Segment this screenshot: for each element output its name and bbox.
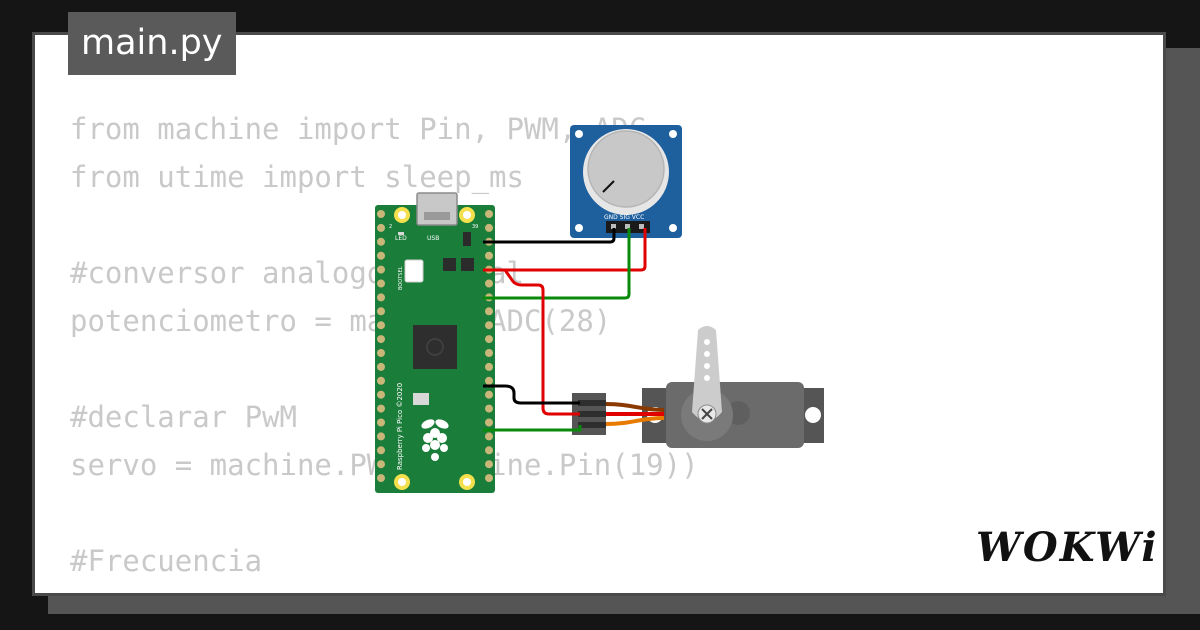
pico-pin-pad — [377, 307, 385, 316]
pico-pin-pad — [485, 210, 493, 218]
rp2040-chip — [413, 325, 457, 369]
pico-pin-pad — [485, 349, 493, 357]
knob-indicator — [602, 180, 615, 193]
led-label: LED — [395, 235, 407, 242]
wire-signal[interactable] — [483, 228, 631, 300]
pico-pin-pad — [377, 279, 385, 288]
pin-number-label: 2 — [389, 224, 392, 230]
pico-pin-pad — [377, 349, 385, 357]
pico-pin-pad — [377, 474, 385, 483]
pico-pin-pad — [485, 321, 493, 330]
file-tab[interactable]: main.py — [68, 12, 236, 75]
pico-pin-pad — [485, 251, 493, 260]
potentiometer-pin-labels: GND SIG VCC — [604, 214, 644, 221]
pico-pin-pad — [485, 279, 493, 288]
wire-gnd[interactable] — [483, 228, 616, 244]
pico-pin-pad — [485, 446, 493, 455]
pico-pin-pad — [485, 335, 493, 344]
pico-pin-pad — [377, 432, 385, 441]
wire-servo-ground[interactable] — [483, 384, 580, 405]
servo-wire-brown — [605, 402, 665, 412]
pico-pin-pad — [485, 460, 493, 469]
pico-pin-pad — [485, 376, 493, 385]
usb-label: USB — [427, 235, 439, 242]
code-line: servo.freq(50) — [70, 585, 699, 593]
pico-pin-pad — [485, 307, 493, 316]
wire-servo-pwm[interactable] — [483, 425, 582, 432]
servo-horn[interactable] — [692, 326, 722, 421]
bootsel-label: BOOTSEL — [398, 266, 404, 290]
smd-component — [461, 258, 474, 271]
smd-component — [443, 258, 456, 271]
pico-pin-pad — [377, 223, 385, 232]
pico-pin-pad — [377, 362, 385, 371]
servo-wire-orange — [605, 416, 665, 426]
pico-pin-pad — [377, 418, 385, 427]
wire-vcc[interactable] — [483, 228, 647, 272]
pico-pin-pad — [377, 404, 385, 413]
bootsel-button[interactable] — [404, 259, 424, 283]
raspberry-logo-icon — [426, 338, 444, 356]
pico-pin-pad — [377, 210, 385, 218]
usb-connector — [416, 192, 458, 226]
pico-pin-pad — [377, 446, 385, 455]
raspberry-logo-icon — [421, 419, 449, 461]
pico-pin-pad — [377, 237, 385, 246]
potentiometer-knob[interactable] — [587, 130, 665, 208]
pico-pin-pad — [485, 432, 493, 441]
pico-pin-pad — [485, 474, 493, 483]
pico-pin-pad — [377, 460, 385, 469]
pin-number-label: 39 — [472, 224, 478, 230]
raspberry-pi-pico[interactable]: LED USB 2 39 BOOTSEL Raspberry Pi Pico ©… — [375, 192, 495, 493]
board-label: Raspberry Pi Pico ©2020 — [396, 383, 404, 470]
pico-pin-pad — [377, 376, 385, 385]
pico-pin-headers — [377, 210, 493, 483]
pico-pin-pad — [377, 335, 385, 344]
code-line: from utime import sleep_ms — [70, 160, 524, 194]
pico-pin-pad — [377, 321, 385, 330]
pico-pin-pad — [377, 293, 385, 302]
smd-component — [463, 232, 471, 246]
pico-pin-pad — [485, 418, 493, 427]
wires — [483, 228, 647, 432]
pico-pin-pad — [485, 404, 493, 413]
pico-pin-pad — [377, 265, 385, 274]
wire-servo-power[interactable] — [503, 269, 580, 416]
pico-pin-pad — [377, 390, 385, 399]
potentiometer[interactable]: GND SIG VCC — [570, 125, 682, 238]
pico-pin-pad — [485, 223, 493, 232]
pico-pin-pad — [485, 390, 493, 399]
servo-motor[interactable] — [572, 326, 824, 448]
pico-pin-pad — [485, 362, 493, 371]
led — [398, 232, 404, 235]
pico-pin-pad — [377, 251, 385, 260]
code-line: #Frecuencia — [70, 544, 263, 578]
wokwi-logo: WOKWi — [976, 524, 1159, 571]
smd-component — [413, 393, 429, 405]
code-line: #declarar PwM — [70, 400, 297, 434]
